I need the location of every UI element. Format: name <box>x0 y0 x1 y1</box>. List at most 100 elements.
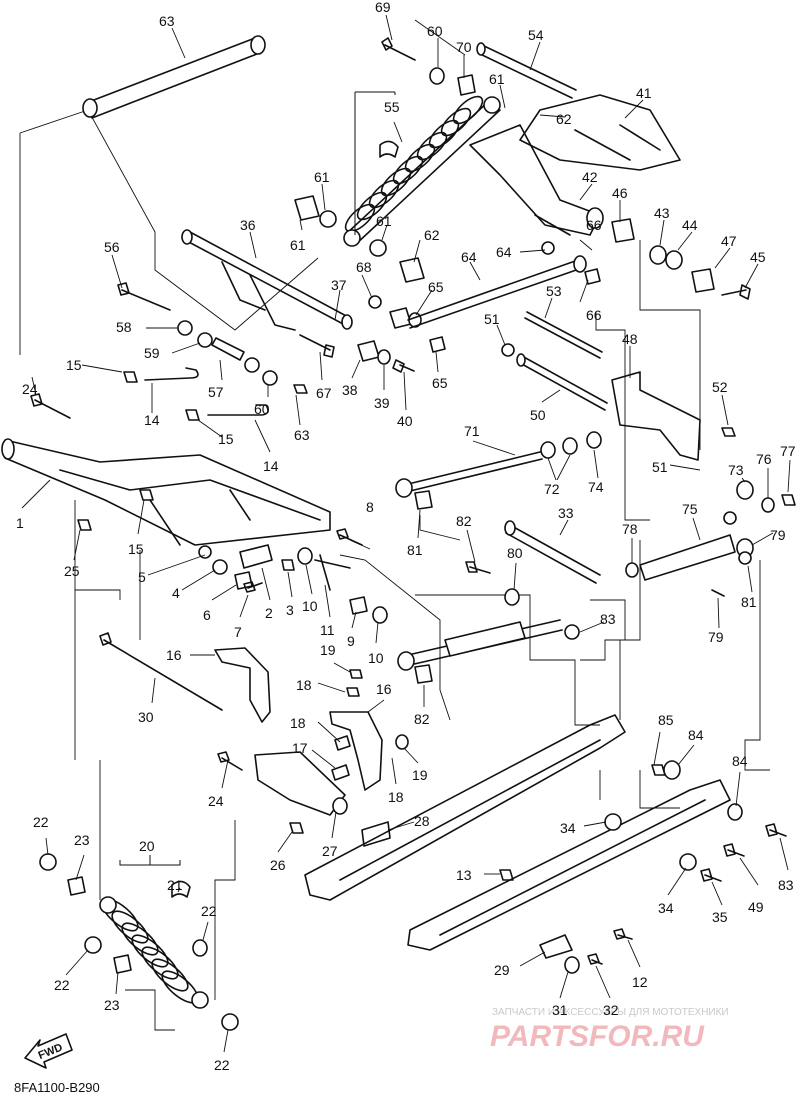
part-label: 23 <box>104 997 120 1013</box>
part-label: 8 <box>366 499 374 515</box>
part-label: 69 <box>375 0 391 15</box>
part-label: 44 <box>682 217 698 233</box>
part-label: 10 <box>368 650 384 666</box>
part-label: 31 <box>552 1002 568 1018</box>
part-label: 51 <box>484 311 500 327</box>
part-label: 85 <box>658 712 674 728</box>
part-label: 16 <box>376 681 392 697</box>
part-label: 63 <box>294 427 310 443</box>
part-label: 22 <box>33 814 49 830</box>
part-label: 39 <box>374 395 390 411</box>
part-label: 77 <box>780 443 796 459</box>
part-label: 51 <box>652 459 668 475</box>
part-label: 24 <box>208 793 224 809</box>
part-label: 49 <box>748 899 764 915</box>
part-label: 40 <box>397 413 413 429</box>
fwd-arrow: FWD <box>24 1033 73 1069</box>
part-label: 64 <box>461 249 477 265</box>
part-label: 18 <box>296 677 312 693</box>
part-label: 78 <box>622 521 638 537</box>
part-label: 61 <box>489 71 505 87</box>
part-label: 63 <box>159 13 175 29</box>
shock-spring <box>344 95 484 233</box>
part-label: 29 <box>494 962 510 978</box>
watermark-tagline: ЗАПЧАСТИ И АКСЕССУАРЫ ДЛЯ МОТОТЕХНИКИ <box>492 1007 729 1018</box>
part-label: 15 <box>218 431 234 447</box>
part-label: 64 <box>496 244 512 260</box>
part-label: 30 <box>138 709 154 725</box>
part-label: 21 <box>167 877 183 893</box>
part-label: 34 <box>560 820 576 836</box>
part-label: 81 <box>407 542 423 558</box>
part-label: 76 <box>756 451 772 467</box>
part-label: 61 <box>376 213 392 229</box>
watermark-brand: PARTSFOR.RU <box>490 1020 705 1053</box>
part-label: 15 <box>66 357 82 373</box>
part-label: 83 <box>600 611 616 627</box>
part-label: 79 <box>708 629 724 645</box>
part-label: 2 <box>265 605 273 621</box>
diagram-code: 8FA1100-B290 <box>14 1080 100 1095</box>
part-label: 62 <box>556 111 572 127</box>
part-label: 37 <box>331 277 347 293</box>
part-label: 14 <box>263 458 279 474</box>
part-label: 3 <box>286 602 294 618</box>
frame-lines <box>19 19 770 1031</box>
part-label: 28 <box>414 813 430 829</box>
part-label: 65 <box>432 375 448 391</box>
part-label: 4 <box>172 585 180 601</box>
part-label: 82 <box>414 711 430 727</box>
part-label: 46 <box>612 185 628 201</box>
part-label: 6 <box>203 607 211 623</box>
part-label: 22 <box>201 903 217 919</box>
part-label: 36 <box>240 217 256 233</box>
part-label: 42 <box>582 169 598 185</box>
part-label: 11 <box>320 622 335 638</box>
part-label: 25 <box>64 563 80 579</box>
part-label: 34 <box>658 900 674 916</box>
part-label: 61 <box>290 237 306 253</box>
part-label: 22 <box>54 977 70 993</box>
part-label: 61 <box>314 169 330 185</box>
part-label: 43 <box>654 205 670 221</box>
part-label: 10 <box>302 598 318 614</box>
part-label: 33 <box>558 505 574 521</box>
part-label: 56 <box>104 239 120 255</box>
part-label: 67 <box>316 385 332 401</box>
part-label: 52 <box>712 379 728 395</box>
part-label: 50 <box>530 407 546 423</box>
part-label: 84 <box>732 753 748 769</box>
part-label: 35 <box>712 909 728 925</box>
part-label: 84 <box>688 727 704 743</box>
part-label: 48 <box>622 331 638 347</box>
part-label: 16 <box>166 647 182 663</box>
part-label: 27 <box>322 843 338 859</box>
part-label: 73 <box>728 462 744 478</box>
part-label: 17 <box>292 740 308 756</box>
part-label: 57 <box>208 384 224 400</box>
part-label: 70 <box>456 39 472 55</box>
part-label: 19 <box>320 642 336 658</box>
part-label: 1 <box>16 515 24 531</box>
part-label: 47 <box>721 233 737 249</box>
part-label: 74 <box>588 479 604 495</box>
part-label: 32 <box>603 1002 619 1018</box>
part-label: 45 <box>750 249 766 265</box>
part-label: 81 <box>741 594 757 610</box>
part-label: 23 <box>74 832 90 848</box>
part-label: 55 <box>384 99 400 115</box>
leader-lines <box>21 14 791 1053</box>
part-label: 20 <box>139 838 155 854</box>
part-label: 18 <box>388 789 404 805</box>
part-label: 59 <box>144 345 160 361</box>
part-label: 60 <box>254 401 270 417</box>
part-label: 79 <box>770 527 786 543</box>
part-label: 65 <box>428 279 444 295</box>
part-label: 13 <box>456 867 472 883</box>
part-label: 75 <box>682 501 698 517</box>
part-label: 24 <box>22 381 38 397</box>
part-label: 66 <box>586 307 602 323</box>
part-label: 71 <box>464 423 480 439</box>
part-label: 62 <box>424 227 440 243</box>
part-label: 80 <box>507 545 523 561</box>
